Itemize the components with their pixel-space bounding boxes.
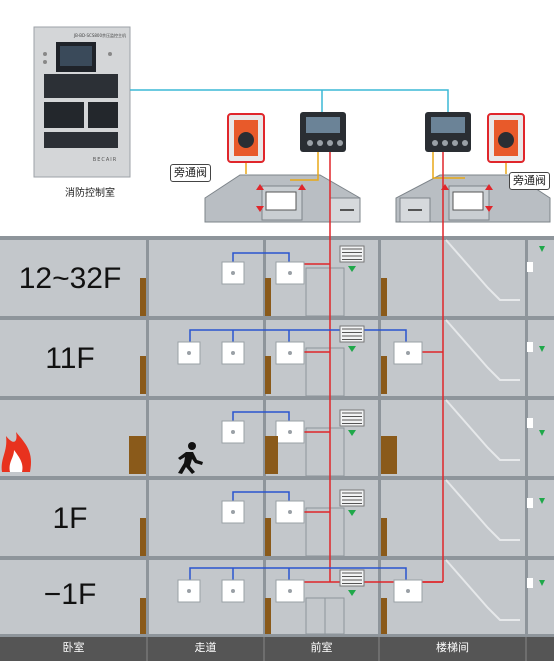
- air-vent: [339, 325, 365, 352]
- floor-slabs: [0, 236, 554, 638]
- air-vent: [339, 489, 365, 516]
- sensor-port: [406, 589, 410, 593]
- stair-exit-markers: [527, 246, 545, 588]
- sensor-port: [231, 510, 235, 514]
- sensor-port: [187, 589, 191, 593]
- pressure-controller-left: [300, 112, 346, 152]
- room-label-antechamber: 前室: [310, 641, 333, 654]
- air-vent: [339, 245, 365, 272]
- sensor-port: [231, 430, 235, 434]
- doors: [129, 278, 397, 634]
- air-vent: [339, 409, 365, 436]
- damper-actuator-left: [227, 113, 265, 163]
- room-footer-bar: [0, 637, 554, 661]
- panel-model-label: JB-BD-SCS800余压监控主机: [74, 33, 126, 38]
- panel-brand-label: BECAIR: [92, 157, 118, 163]
- air-vents: [339, 245, 365, 596]
- fire-icon: [1, 432, 32, 472]
- floor-label-12-32: 12~32F: [18, 262, 122, 295]
- elevator-shaft: [305, 267, 345, 635]
- roof-duct-left: [204, 174, 361, 223]
- sensor-port: [288, 271, 292, 275]
- damper-actuator-right: [487, 113, 525, 163]
- sensor-port: [288, 351, 292, 355]
- floor-label-b1: −1F: [43, 578, 97, 611]
- bypass-valve-label-right: 旁通阀: [509, 172, 550, 190]
- footer-dividers: [146, 637, 527, 661]
- sensor-port: [231, 351, 235, 355]
- sensor-port: [231, 271, 235, 275]
- partition-walls: [146, 238, 528, 636]
- sensor-port: [406, 351, 410, 355]
- room-label-corridor: 走道: [194, 641, 217, 654]
- floor-label-1: 1F: [52, 502, 88, 535]
- floor-label-11: 11F: [45, 342, 95, 375]
- control-room-caption: 消防控制室: [65, 188, 115, 199]
- staircase: [445, 239, 520, 621]
- evacuating-person-icon: [178, 442, 203, 474]
- sensor-port: [288, 430, 292, 434]
- bypass-valve-label-left: 旁通阀: [170, 164, 211, 182]
- room-label-bedroom: 卧室: [62, 641, 85, 654]
- pressure-controller-right: [425, 112, 471, 152]
- sensor-port: [231, 589, 235, 593]
- sensor-port: [187, 351, 191, 355]
- fire-control-panel: [33, 26, 131, 178]
- control-bus-cyan: [130, 89, 449, 112]
- air-vent: [339, 569, 365, 596]
- pressure-sensors: [177, 261, 423, 603]
- network-lines-blue: [189, 252, 407, 580]
- sensor-port: [288, 510, 292, 514]
- sensor-port: [288, 589, 292, 593]
- room-label-stairwell: 楼梯间: [436, 641, 469, 654]
